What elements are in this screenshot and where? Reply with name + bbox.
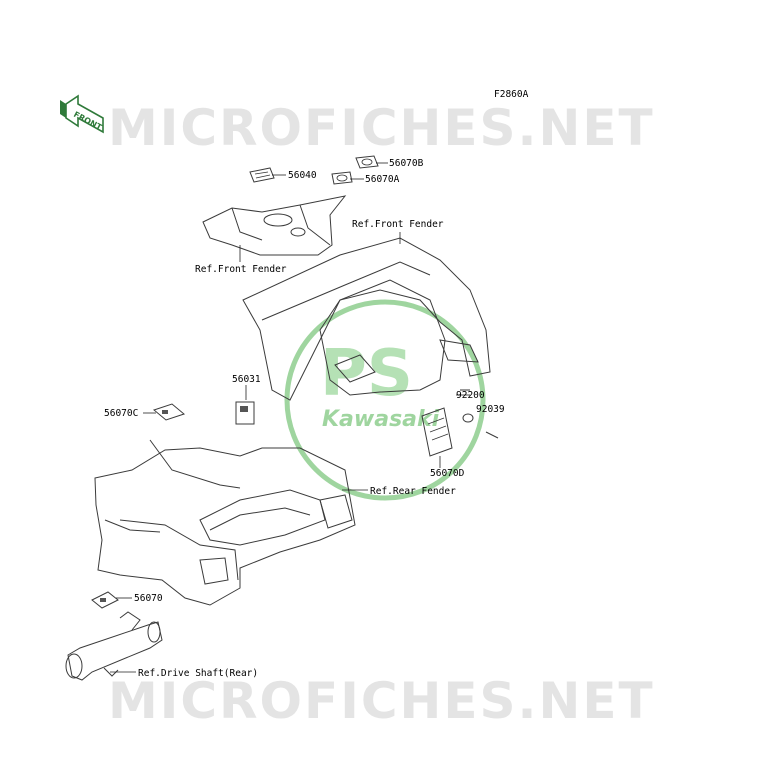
- decal-56070-icon: [91, 591, 119, 609]
- callout-92200: 92200: [456, 390, 485, 401]
- decal-56040-icon: [249, 167, 275, 183]
- logo-text: Kawasaki: [322, 407, 440, 432]
- callout-56070d: 56070D: [430, 468, 465, 479]
- svg-text:PS: PS: [320, 337, 413, 411]
- callout-56040: 56040: [288, 170, 317, 181]
- decal-56031-icon: [235, 401, 255, 425]
- decal-56070d-icon: [421, 407, 453, 457]
- front-arrow-icon: FRONT: [60, 94, 104, 134]
- watermark-bottom: MICROFICHES.NET: [108, 672, 655, 730]
- front-fender: [242, 237, 499, 439]
- callout-56070c: 56070C: [104, 408, 138, 419]
- ref-front-fender-right: Ref.Front Fender: [352, 219, 444, 230]
- callout-92039: 92039: [476, 404, 505, 415]
- ref-drive-shaft: Ref.Drive Shaft(Rear): [138, 668, 258, 679]
- kawasaki-logo-watermark: PS Kawasaki: [284, 299, 486, 501]
- ref-rear-fender: Ref.Rear Fender: [370, 486, 456, 497]
- watermark-top: MICROFICHES.NET: [108, 99, 655, 157]
- decal-56070a-icon: [331, 171, 353, 185]
- front-fender-cover: [202, 195, 347, 256]
- callout-56031: 56031: [232, 374, 261, 385]
- decal-56070b-icon: [355, 155, 379, 169]
- rear-fender: [94, 439, 356, 606]
- ref-front-fender-left: Ref.Front Fender: [195, 264, 287, 275]
- callout-56070a: 56070A: [365, 174, 400, 185]
- callout-56070b: 56070B: [389, 158, 424, 169]
- figure-code: F2860A: [494, 89, 529, 100]
- decal-56070c-icon: [152, 403, 186, 421]
- callout-56070: 56070: [134, 593, 163, 604]
